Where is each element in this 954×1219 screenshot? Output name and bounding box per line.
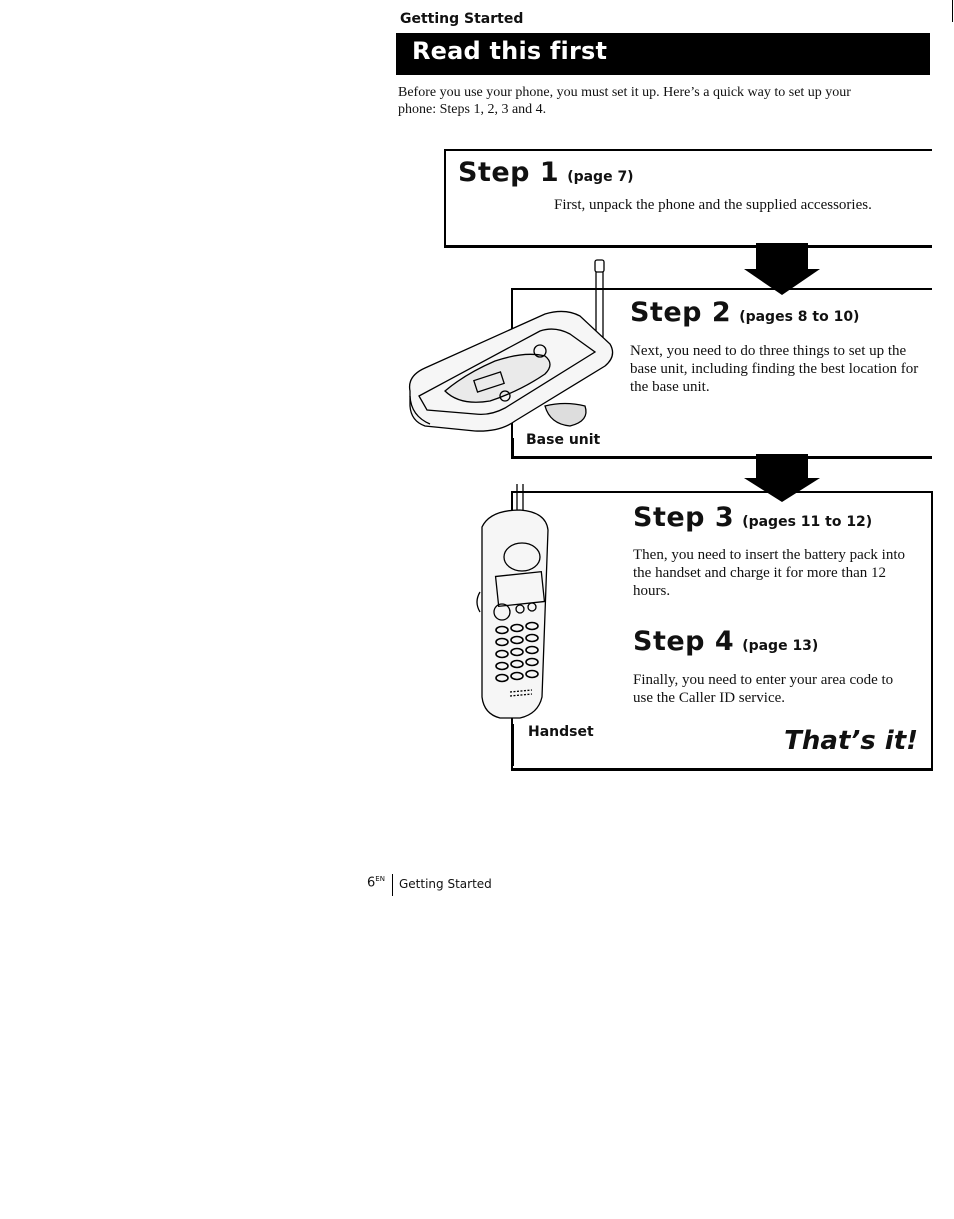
title-bar: Read this first [396,33,930,75]
step-3-heading: Step 3 (pages 11 to 12) [633,502,872,533]
step-1-box [444,149,932,248]
step-1-heading: Step 1 (page 7) [458,157,634,188]
footer-divider [392,874,393,896]
page-number-value: 6 [367,875,376,891]
handset-illustration [476,484,549,719]
step-2-title: Step 2 [630,297,732,328]
closing-text: That’s it! [784,726,918,756]
step-3-title: Step 3 [633,502,735,533]
step-4-heading: Step 4 (page 13) [633,626,818,657]
base-unit-caption: Base unit [526,432,601,448]
base-unit-pointer-line [512,438,514,456]
page-number: 6EN [367,875,385,890]
handset-pointer-line [512,724,514,766]
step-3-pages: (pages 11 to 12) [742,514,873,530]
step-1-text: First, unpack the phone and the supplied… [554,197,872,213]
step-2-text: Next, you need to do three things to set… [630,343,919,395]
step-2-heading: Step 2 (pages 8 to 10) [630,297,859,328]
step-4-pages: (page 13) [742,638,819,654]
handset-caption: Handset [528,724,594,740]
down-arrow-icon [744,454,820,502]
step-4-text: Finally, you need to enter your area cod… [633,672,894,706]
down-arrow-icon [744,243,820,295]
page-title: Read this first [412,37,608,65]
footer-section: Getting Started [399,877,492,891]
section-label: Getting Started [400,11,524,27]
step-1-pages: (page 7) [567,169,634,185]
page-edge-line [952,0,953,22]
page-number-suffix: EN [375,875,385,883]
step-2-pages: (pages 8 to 10) [739,309,860,325]
base-unit-illustration [408,259,614,432]
step-4-title: Step 4 [633,626,735,657]
step-1-title: Step 1 [458,157,560,188]
step-3-text: Then, you need to insert the battery pac… [633,547,905,599]
intro-paragraph: Before you use your phone, you must set … [398,85,851,117]
